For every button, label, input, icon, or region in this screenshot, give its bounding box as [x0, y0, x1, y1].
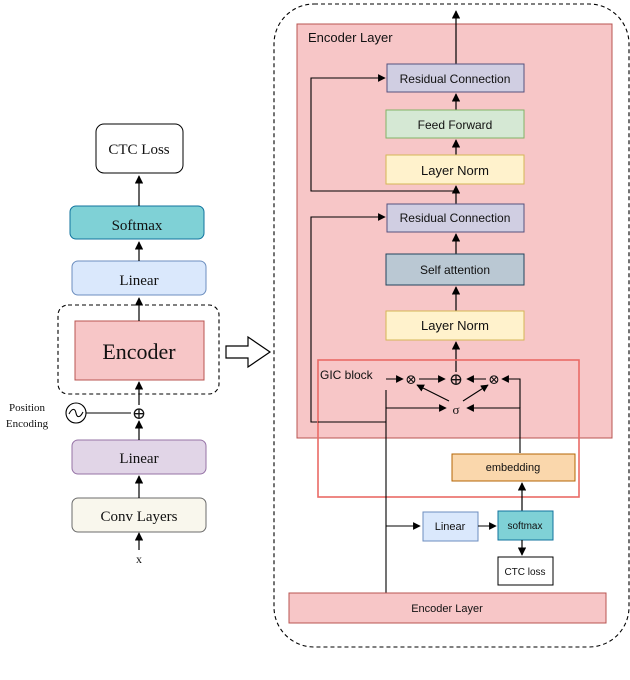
arrow-sigma-to-mult-right	[462, 384, 489, 402]
encoder-layer-detail: Encoder Layer Residual Connection Feed F…	[273, 3, 630, 648]
encoder-layer-bottom-box	[288, 592, 607, 624]
ctc-loss-label: CTC Loss	[108, 142, 169, 158]
gic-block-frame	[317, 359, 580, 498]
skip-connection-mid	[310, 213, 386, 423]
ctc-loss-box	[95, 123, 184, 174]
linear-small-label: Linear	[435, 521, 466, 533]
softmax-label: Softmax	[112, 218, 163, 234]
encoder-box	[74, 320, 205, 381]
embedding-label: embedding	[486, 462, 540, 474]
softmax-small-box	[497, 510, 554, 541]
softmax-box	[69, 205, 205, 240]
self-attention-box	[385, 253, 525, 286]
input-label: x	[136, 552, 142, 566]
softmax-small-label: softmax	[507, 521, 542, 532]
sine-wave-icon	[68, 408, 84, 418]
position-label-line2: Encoding	[6, 418, 49, 430]
residual-top-box	[386, 63, 525, 93]
layer-norm-bottom-box	[385, 310, 525, 341]
feed-forward-label: Feed Forward	[418, 118, 493, 132]
linear-top-label: Linear	[119, 273, 158, 289]
layer-norm-top-box	[385, 154, 525, 185]
residual-top-label: Residual Connection	[400, 72, 511, 86]
encoder-layer-title: Encoder Layer	[308, 30, 393, 45]
position-add-symbol: ⊕	[132, 404, 146, 423]
add-symbol: ⊕	[449, 370, 463, 389]
multiply-right-symbol: ⊗	[488, 373, 500, 388]
arrow-sigma-to-mult-left	[416, 384, 450, 402]
left-pipeline: x Conv Layers Linear ⊕ Position Encoding…	[6, 123, 220, 566]
self-attention-label: Self attention	[420, 263, 490, 277]
sigma-symbol: σ	[452, 402, 459, 417]
linear-bottom-label: Linear	[119, 451, 158, 467]
encoder-label: Encoder	[102, 339, 176, 364]
layer-norm-top-label: Layer Norm	[421, 163, 489, 178]
encoder-layer-bottom-label: Encoder Layer	[411, 603, 483, 615]
embedding-to-mult-right-path	[501, 375, 521, 408]
residual-mid-label: Residual Connection	[400, 211, 511, 225]
embedding-box	[451, 453, 576, 482]
residual-mid-box	[386, 203, 525, 233]
skip-connection-top	[310, 74, 456, 192]
feed-forward-box	[385, 109, 525, 139]
ctc-loss-small-label: CTC loss	[504, 567, 545, 578]
layer-norm-bottom-label: Layer Norm	[421, 318, 489, 333]
conv-layers-label: Conv Layers	[100, 509, 177, 525]
detail-dashed-frame	[273, 3, 630, 648]
multiply-left-symbol: ⊗	[405, 373, 417, 388]
ctc-loss-small-box	[497, 556, 554, 586]
expand-arrow-icon	[225, 335, 272, 369]
gic-block-label: GIC block	[320, 368, 374, 382]
position-label-line1: Position	[9, 402, 46, 414]
linear-small-box	[422, 511, 479, 542]
